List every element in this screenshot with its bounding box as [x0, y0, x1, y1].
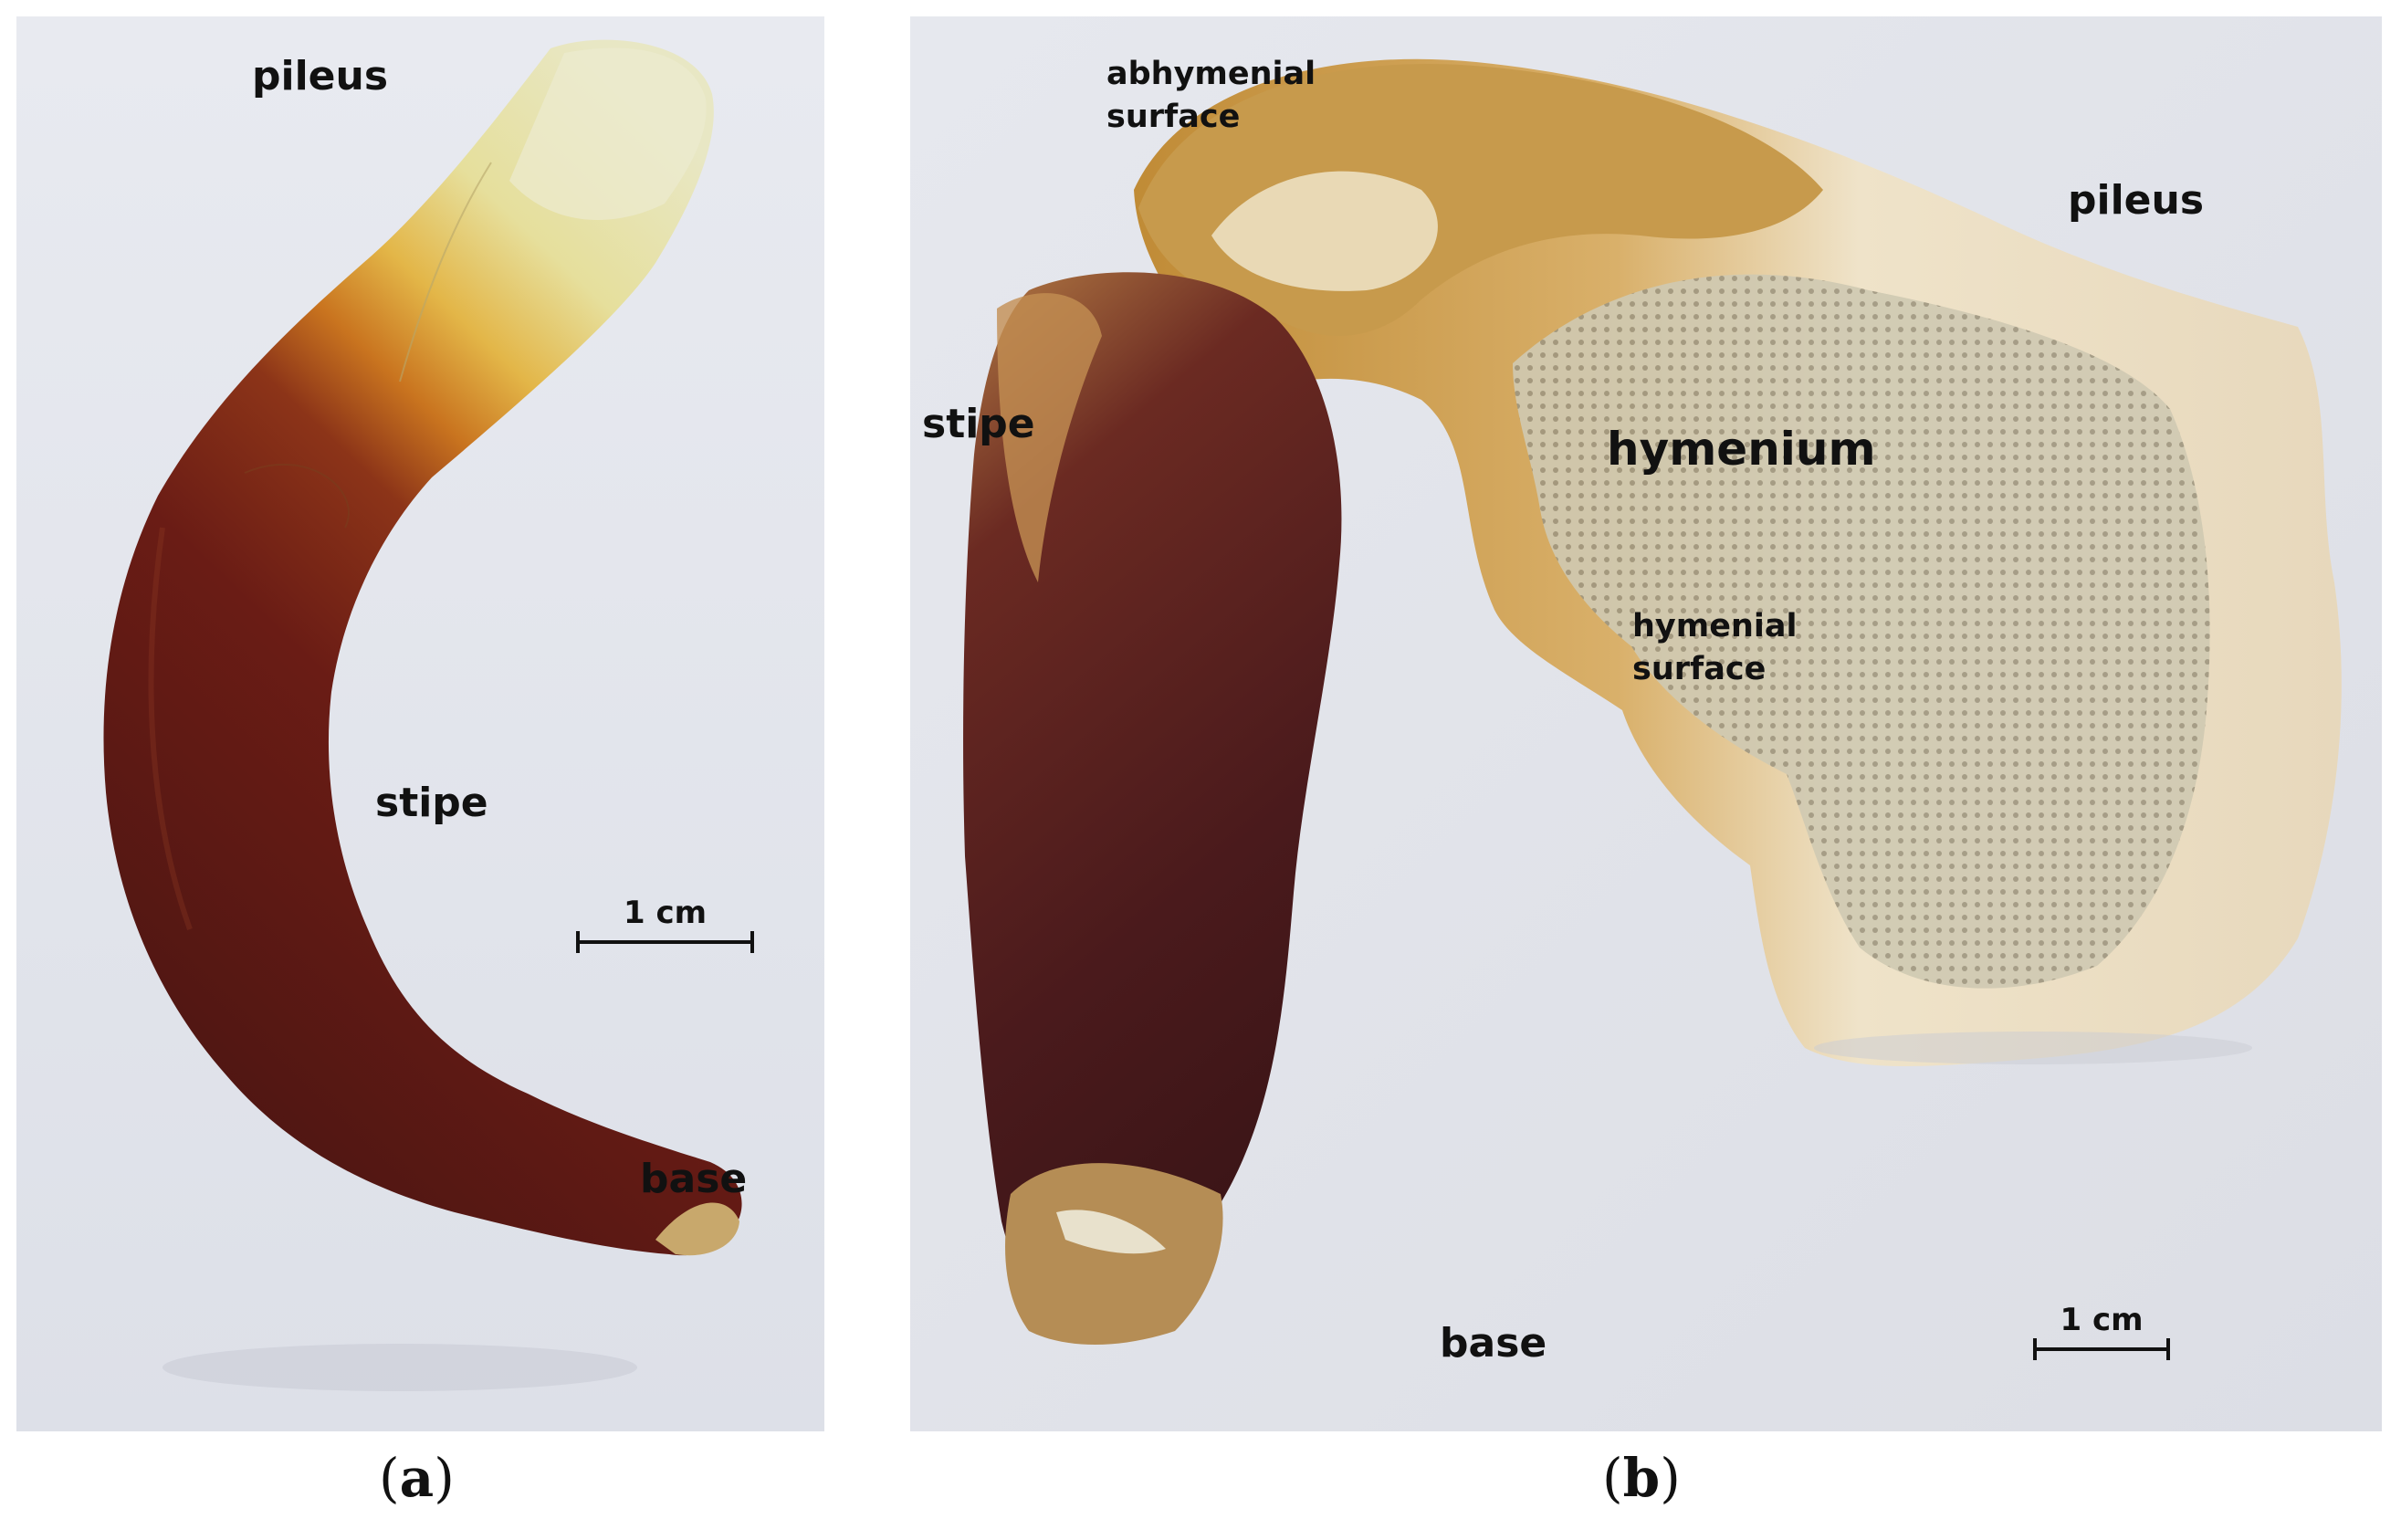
- mushroom-photo-a: [16, 16, 824, 1431]
- label-base-a: base: [640, 1156, 748, 1202]
- label-stipe-b: stipe: [922, 401, 1035, 447]
- caption-a-close: ): [434, 1447, 455, 1509]
- stipe-shape: [963, 272, 1342, 1331]
- label-hymenium: hymenium: [1607, 423, 1876, 476]
- mushroom-stalk-shape: [103, 39, 742, 1256]
- label-stipe-a: stipe: [375, 780, 488, 826]
- scale-bar-label-b: 1 cm: [2060, 1302, 2144, 1338]
- mushroom-photo-b: [910, 16, 2382, 1431]
- label-abhymenial-line1: abhymenial: [1106, 56, 1316, 92]
- photo-panel-a: pileus stipe base 1 cm: [16, 16, 824, 1431]
- caption-a-letter: a: [399, 1447, 435, 1509]
- scale-bar-label-a: 1 cm: [623, 895, 708, 931]
- caption-b: (b): [1602, 1447, 1681, 1509]
- scale-bar-b: 1 cm: [2033, 1302, 2170, 1366]
- caption-b-open: (: [1602, 1447, 1623, 1509]
- label-pileus-a: pileus: [252, 53, 389, 100]
- hymenium-surface-shape: [1513, 274, 2210, 989]
- label-hymenial-line2: surface: [1632, 651, 1767, 688]
- photo-panel-b: abhymenial surface pileus stipe hymenium…: [910, 16, 2382, 1431]
- caption-a-open: (: [379, 1447, 400, 1509]
- label-hymenial-line1: hymenial: [1632, 608, 1798, 644]
- label-pileus-b: pileus: [2068, 177, 2205, 224]
- label-abhymenial-surface: abhymenial surface: [1106, 53, 1316, 140]
- caption-b-close: ): [1660, 1447, 1681, 1509]
- label-base-b: base: [1440, 1320, 1547, 1367]
- label-hymenial-surface: hymenial surface: [1632, 605, 1797, 692]
- caption-a: (a): [379, 1447, 455, 1509]
- scale-bar-a: 1 cm: [576, 895, 754, 959]
- base-cut-shape: [1005, 1163, 1223, 1345]
- caption-b-letter: b: [1622, 1447, 1661, 1509]
- label-abhymenial-line2: surface: [1106, 99, 1241, 136]
